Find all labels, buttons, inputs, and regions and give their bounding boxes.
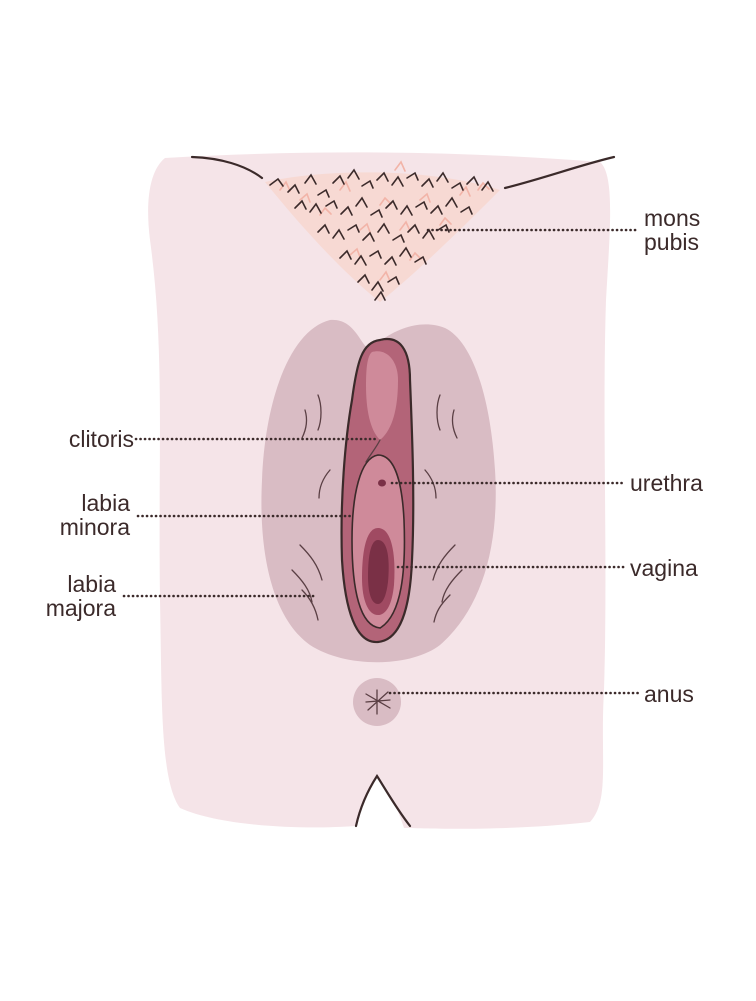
label-anus: anus: [644, 682, 694, 706]
label-labia-minora-line-2: minora: [59, 514, 130, 540]
label-labia-majora-line-2: majora: [45, 595, 116, 621]
label-vagina: vagina: [630, 556, 698, 580]
anus-folds: [365, 689, 391, 715]
label-anus-line-1: anus: [644, 681, 694, 707]
label-urethra: urethra: [630, 471, 703, 495]
buttock-cleft: [354, 773, 412, 828]
label-mons-pubis-line-1: mons: [644, 205, 701, 231]
waist-line-right: [503, 155, 616, 190]
label-urethra-line-1: urethra: [630, 470, 703, 496]
label-labia-majora-line-1: labia: [67, 571, 116, 597]
label-vagina-line-1: vagina: [630, 555, 698, 581]
waist-line-left: [190, 155, 264, 180]
clitoris-fold: [365, 439, 381, 463]
label-labia-majora: labia majora: [24, 572, 116, 620]
label-clitoris: clitoris: [44, 427, 134, 451]
clitoral-hood: [366, 351, 398, 440]
label-mons-pubis-line-2: pubis: [644, 229, 699, 255]
label-clitoris-line-1: clitoris: [68, 426, 134, 452]
label-labia-minora: labia minora: [38, 491, 130, 539]
vaginal-opening-core: [368, 540, 389, 604]
label-labia-minora-line-1: labia: [81, 490, 130, 516]
urethra-opening: [378, 479, 386, 487]
pubic-hair: [265, 160, 500, 302]
label-mons-pubis: mons pubis: [644, 206, 700, 254]
